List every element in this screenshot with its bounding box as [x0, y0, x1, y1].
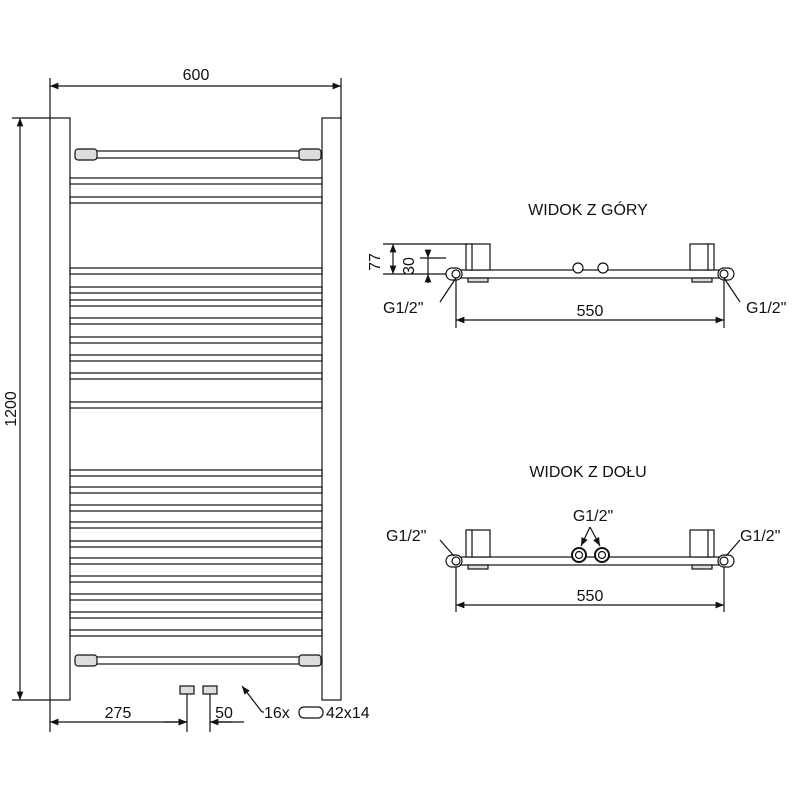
- spacing-label: 50: [215, 705, 233, 722]
- bottom-towel-rail: [74, 654, 322, 667]
- rung: [69, 575, 323, 583]
- right-side-tube: [321, 117, 342, 701]
- height-label: 1200: [3, 391, 20, 427]
- top-connector-left: G1/2": [383, 300, 423, 317]
- left-offset-label: 275: [105, 705, 132, 722]
- height-dimension: [12, 117, 50, 701]
- bar-section-icon: [298, 706, 324, 719]
- bottom-left-bracket: [469, 529, 491, 558]
- bottom-right-bracket: [689, 529, 711, 558]
- rung: [69, 504, 323, 512]
- rung: [69, 196, 323, 204]
- top-depth-label: 77: [367, 253, 384, 271]
- top-towel-rail: [74, 148, 322, 161]
- rung: [69, 299, 323, 307]
- bottom-dimensions: [49, 685, 264, 732]
- bottom-connector-right: G1/2": [740, 528, 780, 545]
- rung: [69, 372, 323, 380]
- rung: [69, 557, 323, 565]
- bottom-connectors: [179, 685, 218, 695]
- bottom-view-title: WIDOK Z DOŁU: [529, 464, 646, 481]
- rung: [69, 629, 323, 637]
- rung: [69, 540, 323, 548]
- rung: [69, 336, 323, 344]
- top-view: [383, 243, 741, 328]
- top-view-title: WIDOK Z GÓRY: [528, 200, 648, 219]
- rung: [69, 286, 323, 294]
- rung: [69, 317, 323, 325]
- width-dimension: [49, 78, 342, 120]
- bottom-connector-left: G1/2": [386, 528, 426, 545]
- front-view: [12, 78, 342, 732]
- rung: [69, 521, 323, 529]
- top-span-label: 550: [577, 303, 604, 320]
- rung: [69, 486, 323, 494]
- rung: [69, 593, 323, 601]
- rung: [69, 401, 323, 409]
- width-label: 600: [183, 67, 210, 84]
- top-view-tube: [455, 269, 727, 279]
- bar-size-label: 42x14: [326, 705, 370, 722]
- top-right-bracket: [689, 243, 711, 271]
- bottom-connector-center: G1/2": [573, 508, 613, 525]
- rung: [69, 354, 323, 362]
- rung: [69, 611, 323, 619]
- left-side-tube: [49, 117, 71, 701]
- top-left-bracket: [469, 243, 491, 271]
- top-offset-label: 30: [401, 257, 418, 275]
- rung: [69, 267, 323, 275]
- rung: [69, 177, 323, 185]
- bar-count-label: 16x: [264, 705, 290, 722]
- bottom-view: [439, 526, 741, 612]
- bottom-view-tube: [455, 556, 727, 566]
- rungs-group: [69, 177, 323, 637]
- bottom-span-label: 550: [577, 588, 604, 605]
- top-connector-right: G1/2": [746, 300, 786, 317]
- rung: [69, 469, 323, 477]
